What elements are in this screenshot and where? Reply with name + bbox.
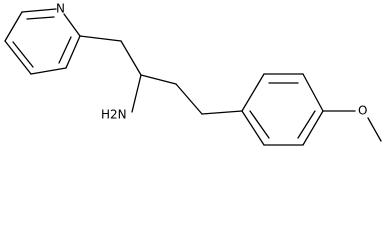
bond-benzene-3-4 (302, 73, 324, 112)
pyridine-ring (4, 8, 81, 75)
bond-benzene-1-2 (241, 73, 265, 112)
bond-benzene-6-1 (241, 110, 265, 146)
bond-ch2-ch (120, 40, 142, 76)
bond-ch-amine (131, 74, 142, 113)
bond-oxygen-methyl (367, 117, 382, 142)
ether-oxygen-label: O (358, 104, 367, 118)
bond-ring-inner-2 (12, 41, 34, 68)
bond-ch2-ch2 (175, 83, 203, 115)
bond-ring-c6-n1 (21, 8, 57, 13)
bond-ring-c3-c4 (30, 67, 67, 75)
pyridine-nitrogen-label: N (56, 2, 65, 16)
bond-ring-inner-3 (26, 16, 55, 20)
bond-ring-inner-1 (58, 36, 72, 64)
amine-label: H2N (101, 108, 127, 122)
methoxy-group (322, 110, 382, 142)
backbone-chain (79, 35, 243, 115)
bond-ch2-benzene (201, 110, 243, 115)
bond-ring-c2-c3 (65, 35, 81, 69)
bond-pyridine-ch2 (79, 35, 122, 42)
methoxyphenyl-ring (241, 73, 324, 146)
bond-benzene-inner-2 (297, 110, 316, 139)
bond-ring-n1-c2 (63, 13, 81, 37)
bond-ch-ch2 (140, 74, 177, 85)
bond-benzene-4-5 (302, 110, 324, 146)
bond-ring-c5-c6 (4, 11, 23, 42)
bond-benzene-inner-3 (249, 110, 270, 139)
bond-ring-c4-c5 (4, 40, 32, 75)
molecule-diagram: N H2N O (4, 2, 382, 146)
